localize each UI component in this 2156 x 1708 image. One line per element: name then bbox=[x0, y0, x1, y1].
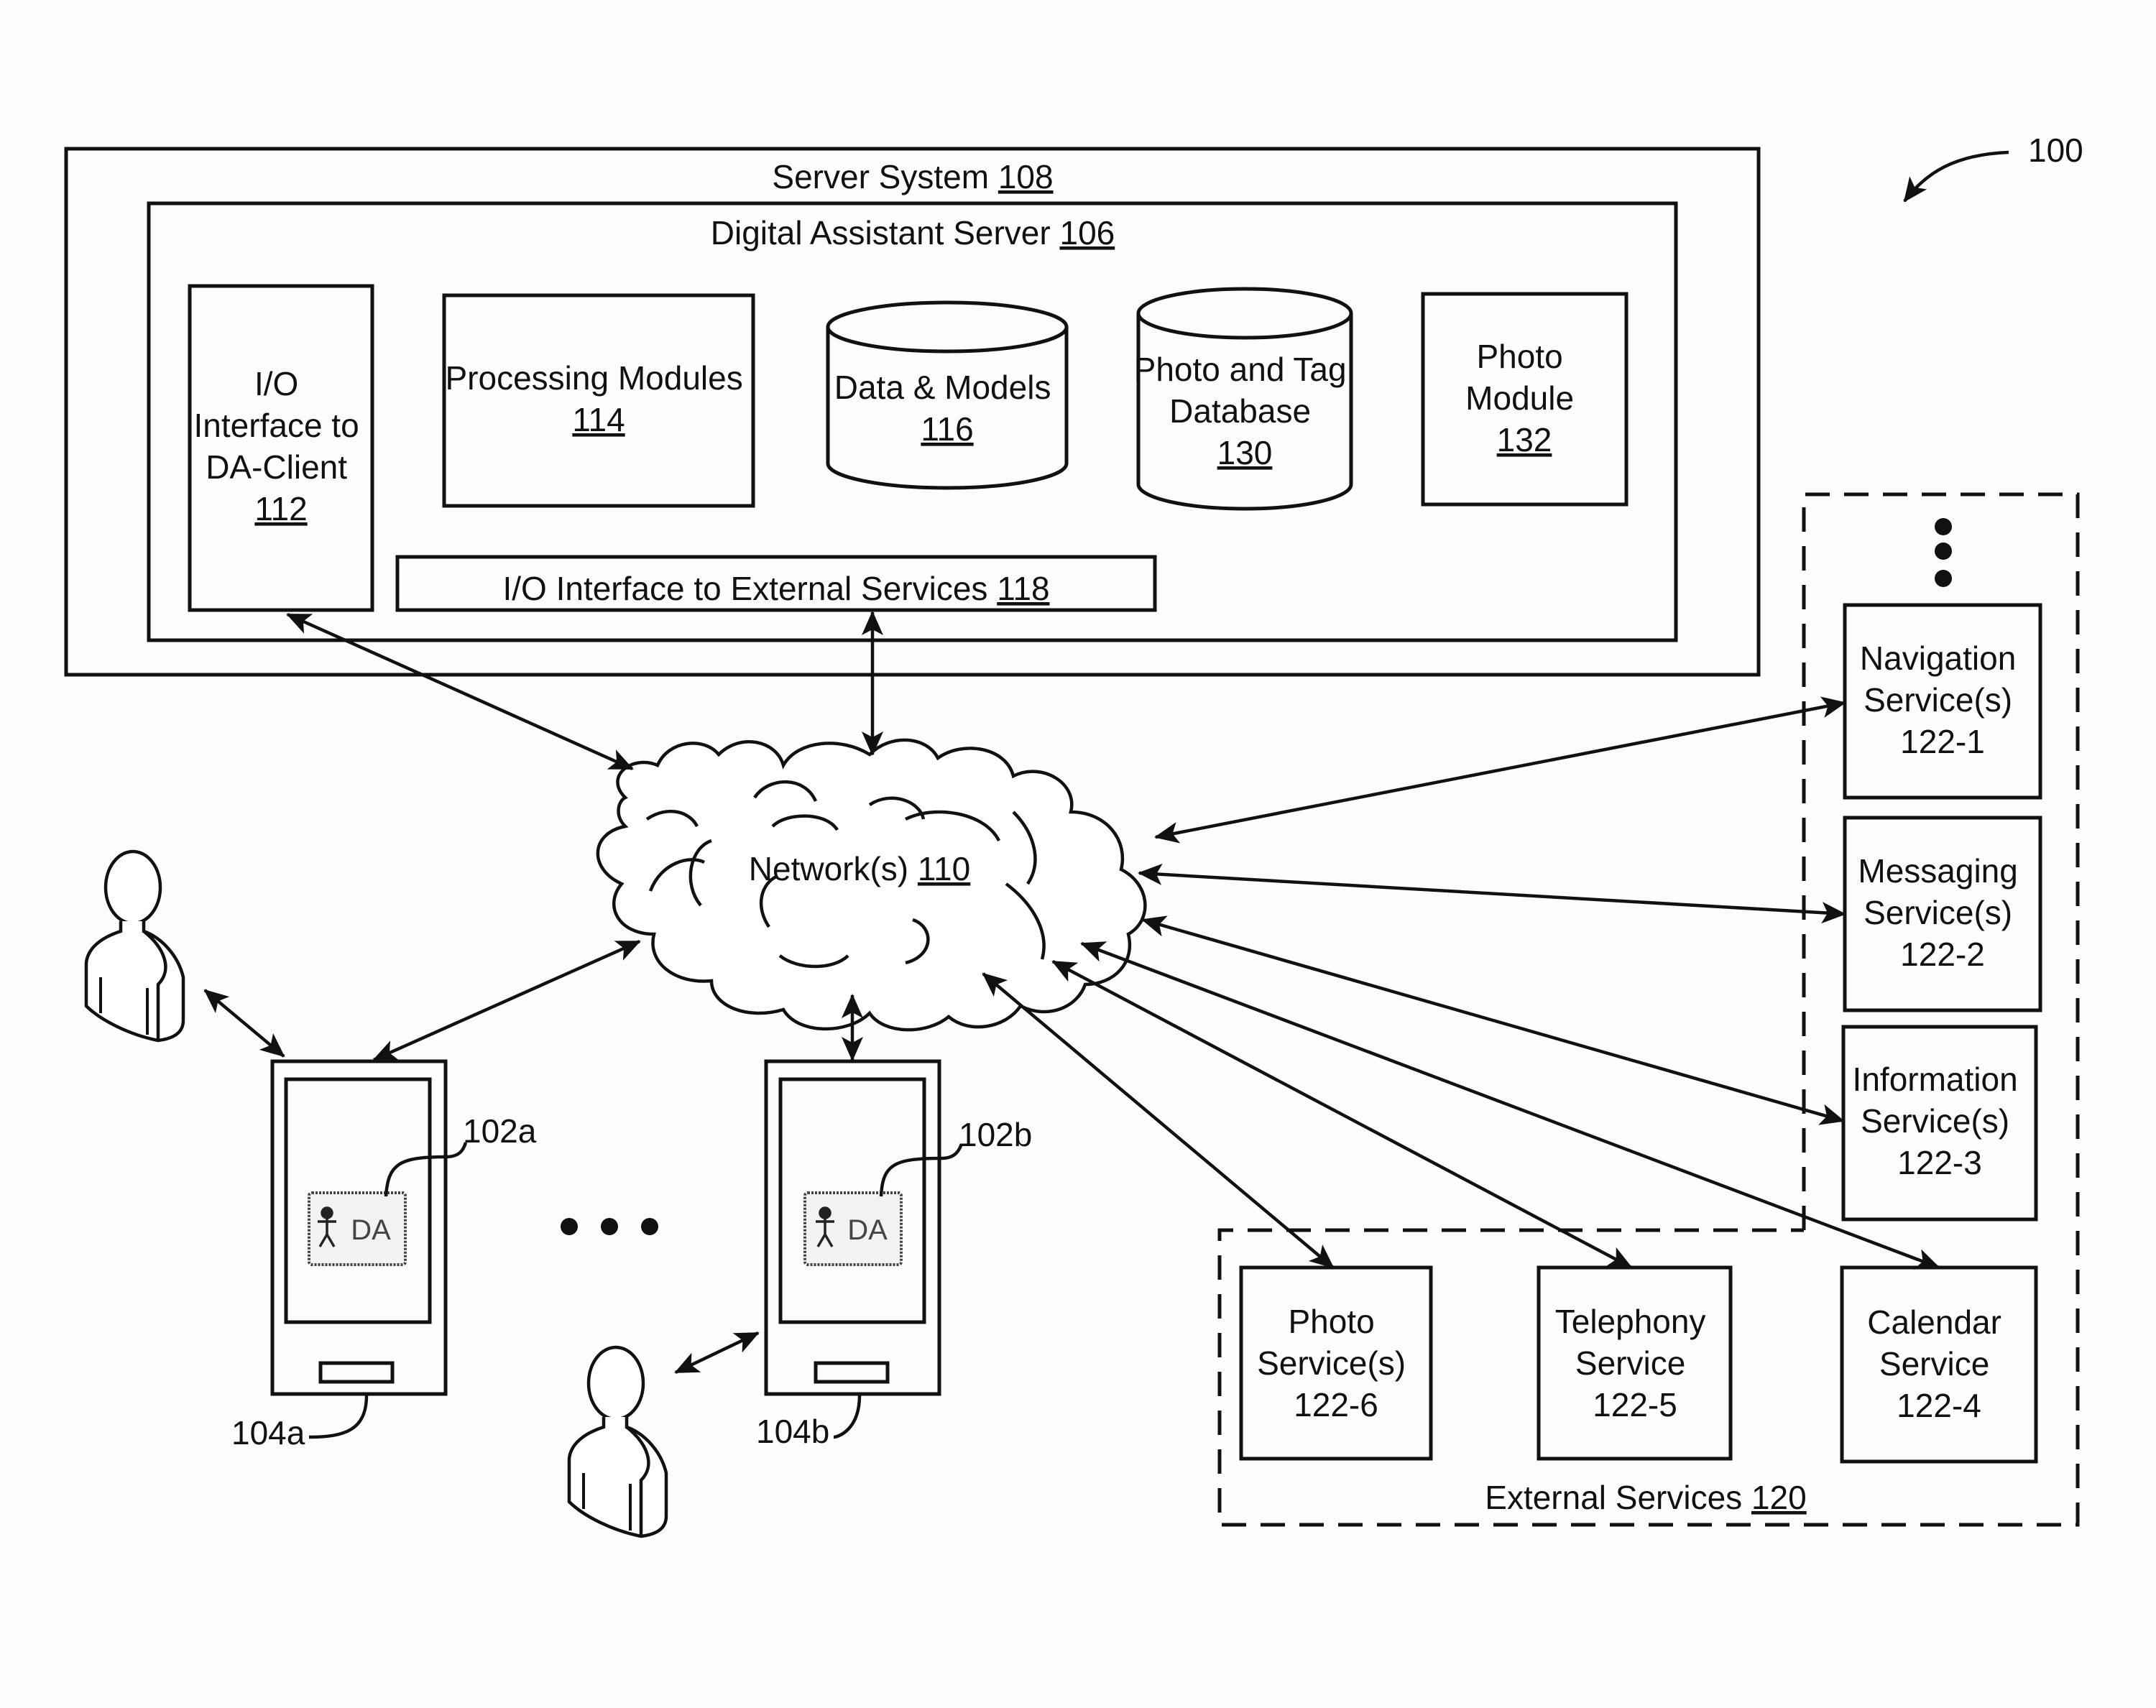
more-services-dot bbox=[1935, 518, 1952, 535]
cloud-inner-curve bbox=[648, 858, 706, 892]
io-interface-external: I/O Interface to External Services 118 bbox=[395, 555, 1157, 612]
da-server-label: Digital Assistant Server 106 bbox=[711, 214, 1115, 251]
cloud-inner-curve bbox=[688, 839, 712, 907]
more-services-dot bbox=[1935, 543, 1952, 560]
cloud-inner-curve bbox=[1005, 882, 1046, 960]
io-external-label: I/O Interface to External Services 118 bbox=[502, 570, 1049, 607]
server-system-label: Server System 108 bbox=[772, 158, 1053, 195]
server-system: Server System 108 bbox=[64, 147, 1761, 677]
figure-reference: 100 bbox=[1903, 131, 2083, 203]
cloud-inner-curve bbox=[904, 810, 1001, 842]
callout-102a bbox=[384, 1142, 468, 1197]
cloud-inner-curve bbox=[905, 918, 930, 965]
arrow-network-photo-service bbox=[982, 972, 1335, 1269]
cloud-inner-curve bbox=[753, 780, 818, 802]
user-a-icon bbox=[84, 849, 185, 1043]
device-a-screen bbox=[284, 1077, 432, 1324]
navigation-service-label: Navigation Service(s) 122-1 bbox=[1860, 640, 2025, 760]
processing-modules: Processing Modules 114 bbox=[442, 293, 755, 508]
da-client-app-b[interactable]: DA bbox=[803, 1191, 903, 1266]
connections bbox=[203, 611, 1940, 1375]
arrow-network-calendar bbox=[1080, 941, 1940, 1270]
client-ref-102b: 102b bbox=[959, 1116, 1032, 1153]
photo-module: Photo Module 132 bbox=[1421, 292, 1628, 507]
user-b-icon bbox=[567, 1345, 668, 1538]
device-b-home-button[interactable] bbox=[814, 1361, 890, 1384]
callout-104b bbox=[833, 1395, 862, 1439]
cloud-inner-curve bbox=[771, 814, 839, 831]
messaging-service-label: Messaging Service(s) 122-2 bbox=[1858, 852, 2027, 973]
photo-module-label: Photo Module 132 bbox=[1465, 338, 1583, 458]
navigation-service: Navigation Service(s) 122-1 bbox=[1843, 603, 2042, 800]
calendar-service: Calendar Service 122-4 bbox=[1840, 1265, 2038, 1464]
arrow-network-messaging bbox=[1138, 863, 1846, 924]
cloud-inner-curve bbox=[759, 874, 778, 928]
external-services-label: External Services 120 bbox=[1485, 1479, 1806, 1516]
callout-104a bbox=[308, 1395, 369, 1439]
arrow-network-navigation bbox=[1154, 696, 1846, 844]
io-da-client-label: I/O Interface to DA-Client 112 bbox=[194, 365, 369, 527]
device-a: DA 102a 104a bbox=[231, 1059, 537, 1451]
server-system-box bbox=[64, 147, 1761, 677]
da-app-label: DA bbox=[847, 1214, 888, 1246]
arrow-network-telephony bbox=[1051, 960, 1633, 1269]
external-services-group: External Services 120 bbox=[1217, 492, 2080, 1527]
io-external-box bbox=[395, 555, 1157, 612]
io-interface-da-client: I/O Interface to DA-Client 112 bbox=[188, 284, 374, 612]
figure-number: 100 bbox=[2028, 131, 2083, 169]
io-da-client-box bbox=[188, 284, 374, 612]
digital-assistant-server: Digital Assistant Server 106 bbox=[147, 201, 1678, 642]
arrow-network-information bbox=[1141, 915, 1845, 1125]
network-label: Network(s) 110 bbox=[749, 850, 970, 887]
cloud-inner-curve bbox=[778, 954, 849, 969]
device-a-home-button[interactable] bbox=[318, 1361, 395, 1384]
photo-tag-cylinder-body bbox=[1136, 313, 1353, 511]
arrow-user-a-device-a bbox=[203, 989, 285, 1058]
network-cloud: Network(s) 110 bbox=[596, 738, 1147, 1032]
more-devices-ellipsis bbox=[561, 1218, 658, 1235]
photo-module-box bbox=[1421, 292, 1628, 507]
data-models-cylinder-body bbox=[826, 327, 1069, 490]
information-service: Information Service(s) 122-3 bbox=[1841, 1025, 2038, 1222]
processing-modules-label: Processing Modules 114 bbox=[446, 359, 752, 438]
cloud-inner-curve bbox=[1012, 811, 1037, 885]
device-b-frame bbox=[764, 1059, 941, 1396]
device-a-frame bbox=[270, 1059, 448, 1396]
arrow-daclient-network bbox=[286, 612, 634, 771]
cloud-inner-curve bbox=[645, 809, 699, 828]
data-models-cylinder-top bbox=[826, 300, 1069, 354]
calendar-service-label: Calendar Service 122-4 bbox=[1867, 1303, 2010, 1424]
device-b-screen bbox=[778, 1077, 926, 1324]
arrow-network-device-a bbox=[372, 939, 641, 1062]
telephony-service: Telephony Service 122-5 bbox=[1537, 1265, 1733, 1461]
photo-tag-database: Photo and Tag Database 130 bbox=[1134, 287, 1356, 511]
da-server-box bbox=[147, 201, 1678, 642]
more-services-dot bbox=[1935, 570, 1952, 587]
information-service-label: Information Service(s) 122-3 bbox=[1853, 1061, 2027, 1181]
data-models-database: Data & Models 116 bbox=[826, 300, 1069, 490]
person-glyph-icon bbox=[816, 1206, 834, 1247]
messaging-service: Messaging Service(s) 122-2 bbox=[1843, 816, 2042, 1012]
processing-modules-box bbox=[442, 293, 755, 508]
data-models-label: Data & Models 116 bbox=[834, 369, 1060, 448]
callout-102b bbox=[879, 1143, 964, 1197]
client-ref-102a: 102a bbox=[463, 1112, 537, 1150]
telephony-service-label: Telephony Service 122-5 bbox=[1555, 1303, 1715, 1423]
photo-tag-db-label: Photo and Tag Database 130 bbox=[1134, 351, 1356, 471]
da-app-label: DA bbox=[351, 1214, 391, 1246]
device-b: DA 102b 104b bbox=[756, 1059, 1032, 1450]
device-ref-104b: 104b bbox=[756, 1413, 829, 1450]
device-ref-104a: 104a bbox=[231, 1414, 305, 1451]
person-glyph-icon bbox=[318, 1206, 336, 1247]
photo-service: Photo Service(s) 122-6 bbox=[1239, 1265, 1433, 1461]
photo-tag-cylinder-top bbox=[1136, 287, 1353, 340]
photo-service-label: Photo Service(s) 122-6 bbox=[1257, 1303, 1415, 1423]
da-client-app-a[interactable]: DA bbox=[308, 1191, 407, 1266]
arrow-user-b-device-b bbox=[674, 1331, 760, 1375]
figure-ref-arrow bbox=[1903, 150, 2009, 203]
